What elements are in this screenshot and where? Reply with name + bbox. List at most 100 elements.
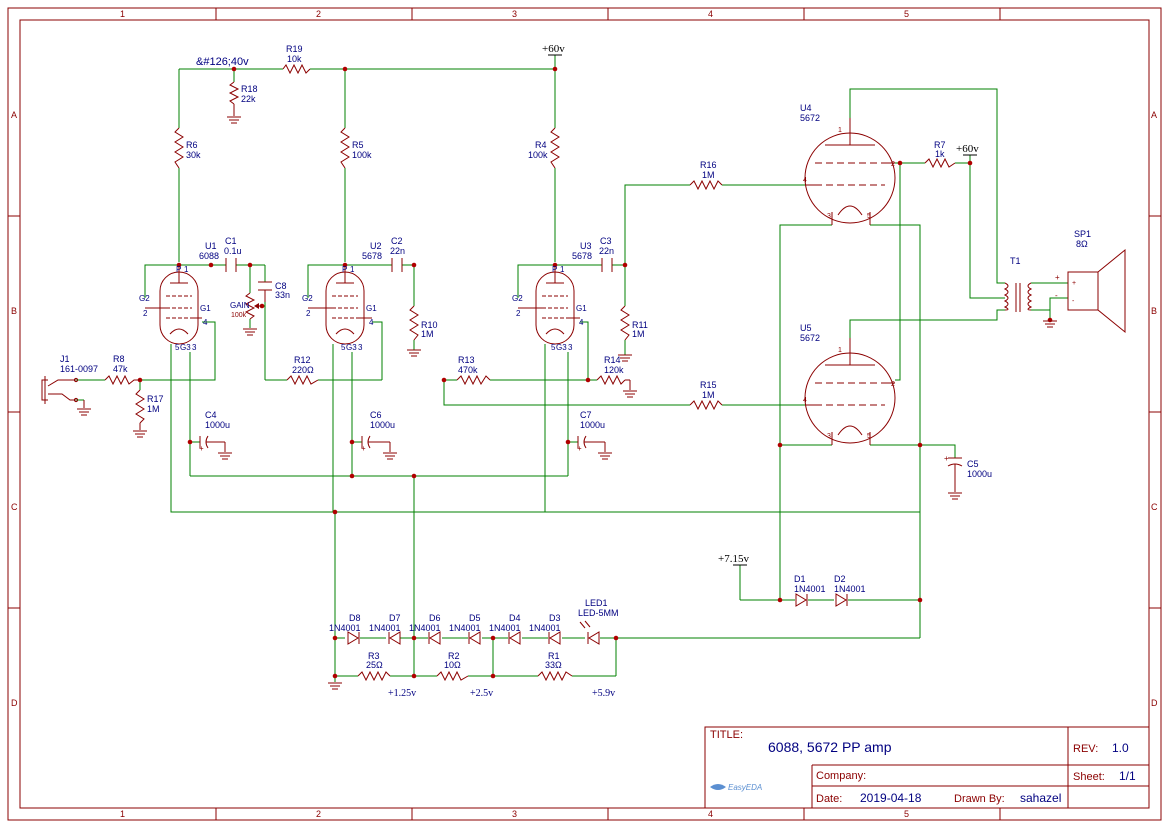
c5-ref: C5: [967, 459, 979, 469]
ground-icon: [383, 452, 397, 460]
drawing-frame: 1 2 3 4 5 1 2 3 4 5 A B C D A B C D: [7, 7, 1162, 821]
drawing-title: 6088, 5672 PP amp: [768, 739, 892, 755]
r18-value: 22k: [241, 94, 256, 104]
diode-d5[interactable]: D5 1N4001: [449, 613, 481, 645]
tube-u2[interactable]: G2 2 G1 4 P 1 5 3 G3 U2 5678: [302, 241, 382, 352]
resistor-r1[interactable]: R1 33Ω: [537, 651, 573, 682]
ground-icon: [1043, 320, 1057, 328]
resistor-r11[interactable]: R11 1M: [620, 305, 648, 341]
diode-d1[interactable]: D1 1N4001: [794, 574, 826, 607]
tube-u1[interactable]: G2 2 G1 4 P 1 5 3 G3 U1 6088: [139, 241, 219, 352]
capacitor-c5[interactable]: + C5 1000u: [944, 454, 992, 492]
jack-j1[interactable]: J1 161-0097: [41, 354, 98, 408]
c7-ref: C7: [580, 410, 592, 420]
u3-pin-g3: G3: [556, 343, 567, 352]
potentiometer-gain[interactable]: GAIN 100k: [230, 292, 262, 320]
u3-pin-2: 2: [516, 309, 521, 318]
u3-pin-5: 5: [551, 343, 556, 352]
diode-d6[interactable]: D6 1N4001: [409, 613, 441, 645]
d6-ref: D6: [429, 613, 441, 623]
resistor-r19[interactable]: R19 10k: [282, 44, 311, 75]
capacitor-c6[interactable]: + C6 1000u: [361, 410, 395, 453]
r10-value: 1M: [421, 329, 434, 339]
row-label-d-right: D: [1151, 698, 1158, 708]
resistor-r7[interactable]: R7 1k: [924, 140, 956, 169]
row-label-c: C: [11, 502, 18, 512]
ground-icon: [227, 116, 241, 124]
date-label: Date:: [816, 793, 842, 805]
r6-value: 30k: [186, 150, 201, 160]
col-label-1: 1: [120, 9, 125, 19]
resistor-r14[interactable]: R14 120k: [596, 355, 631, 390]
net-60v-right: +60v: [956, 143, 979, 156]
title-label: TITLE:: [710, 729, 743, 741]
resistor-r12[interactable]: R12 220Ω: [286, 355, 319, 386]
capacitor-c4[interactable]: + C4 1000u: [199, 410, 230, 453]
diode-d7[interactable]: D7 1N4001: [369, 613, 401, 645]
c4-value: 1000u: [205, 420, 230, 430]
u4-pin-2: 2: [891, 161, 895, 168]
capacitor-c8[interactable]: C8 33n: [258, 281, 290, 302]
speaker-sp1[interactable]: + - + - SP1 8Ω: [1055, 229, 1126, 334]
diode-d4[interactable]: D4 1N4001: [489, 613, 521, 645]
resistor-r4[interactable]: R4 100k: [528, 127, 560, 169]
d1-value: 1N4001: [794, 584, 826, 594]
col-label-4-bottom: 4: [708, 809, 713, 819]
resistor-r18[interactable]: R18 22k: [228, 81, 258, 116]
r12-ref: R12: [294, 355, 311, 365]
d7-ref: D7: [389, 613, 401, 623]
diode-d8[interactable]: D8 1N4001: [329, 613, 361, 645]
net-60v-top: +60v: [542, 43, 565, 56]
row-label-a-right: A: [1151, 110, 1157, 120]
u4-ref: U4: [800, 103, 812, 113]
diode-d2[interactable]: D2 1N4001: [834, 574, 866, 607]
r6-ref: R6: [186, 140, 198, 150]
r11-ref: R11: [632, 320, 648, 330]
tube-u3[interactable]: G2 2 G1 4 P 1 5 3 G3 U3 5678: [512, 241, 592, 352]
transformer-t1[interactable]: T1: [1003, 256, 1033, 312]
r16-value: 1M: [702, 170, 715, 180]
led-led1[interactable]: LED1 LED-5MM: [578, 598, 619, 645]
gain-value: 100k: [231, 312, 247, 319]
c5-value: 1000u: [967, 469, 992, 479]
col-label-2-bottom: 2: [316, 809, 321, 819]
u3-pin-p: P: [552, 265, 557, 274]
capacitor-c3[interactable]: C3 22n: [599, 236, 614, 272]
d5-value: 1N4001: [449, 623, 481, 633]
c2-value: 22n: [390, 246, 405, 256]
capacitor-c1[interactable]: C1 0.1u: [224, 236, 242, 272]
r1-ref: R1: [548, 651, 560, 661]
resistor-r3[interactable]: R3 25Ω: [357, 651, 391, 682]
r19-ref: R19: [286, 44, 303, 54]
diode-d3[interactable]: D3 1N4001: [529, 613, 561, 645]
resistor-r8[interactable]: R8 47k: [104, 354, 140, 386]
u4-pin-3: 3: [827, 213, 831, 220]
u1-ref: U1: [205, 241, 217, 251]
resistor-r13[interactable]: R13 470k: [456, 355, 491, 386]
drawn-by-value: sahazel: [1020, 791, 1061, 805]
u3-value: 5678: [572, 251, 592, 261]
capacitor-c2[interactable]: C2 22n: [390, 236, 405, 272]
capacitor-c7[interactable]: + C7 1000u: [577, 410, 606, 453]
r13-value: 470k: [458, 365, 478, 375]
u2-value: 5678: [362, 251, 382, 261]
resistor-r2[interactable]: R2 10Ω: [436, 651, 469, 682]
resistor-r17[interactable]: R17 1M: [135, 389, 164, 430]
resistor-r6[interactable]: R6 30k: [174, 127, 201, 169]
r13-ref: R13: [458, 355, 475, 365]
sp1-plus: +: [1072, 280, 1076, 287]
resistor-r5[interactable]: R5 100k: [340, 127, 372, 169]
sheet-value: 1/1: [1119, 769, 1136, 783]
tube-u5[interactable]: 1 2 4 3 5 U5 5672: [800, 323, 896, 445]
resistor-r10[interactable]: R10 1M: [409, 305, 438, 341]
r7-ref: R7: [934, 140, 946, 150]
resistor-r16[interactable]: R16 1M: [689, 160, 723, 191]
c2-ref: C2: [391, 236, 403, 246]
sheet-label: Sheet:: [1073, 771, 1105, 783]
u1-pin-p: P: [176, 265, 181, 274]
r5-value: 100k: [352, 150, 372, 160]
tube-u4[interactable]: 1 2 4 3 5 U4 5672: [800, 103, 896, 225]
u2-pin-g3: G3: [346, 343, 357, 352]
resistor-r15[interactable]: R15 1M: [689, 380, 723, 411]
u2-pin-g2: G2: [302, 294, 313, 303]
